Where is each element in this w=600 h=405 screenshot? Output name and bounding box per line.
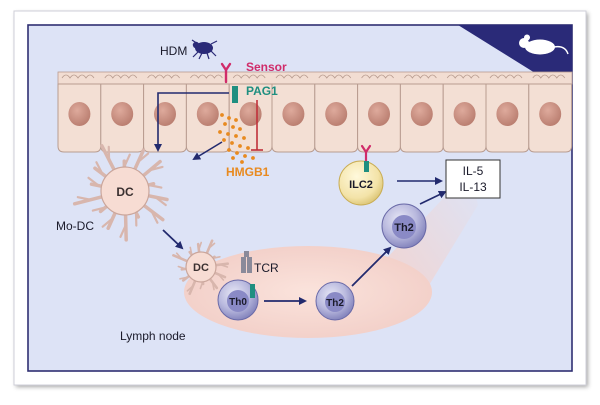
epithelium	[58, 72, 572, 152]
hmgb1-dot	[240, 160, 244, 164]
hdm-label: HDM	[160, 44, 187, 58]
lymph-node-label: Lymph node	[120, 329, 186, 343]
dc-main-label: DC	[116, 185, 134, 199]
hmgb1-dot	[238, 144, 242, 148]
hmgb1-dot	[227, 148, 231, 152]
hmgb1-dot	[251, 156, 255, 160]
hmgb1-dot	[218, 130, 222, 134]
ilc2-label: ILC2	[349, 179, 373, 191]
hmgb1-dot	[230, 141, 234, 145]
epithelial-cell	[315, 75, 358, 152]
hmgb1-dot	[242, 136, 246, 140]
epithelial-cell	[144, 75, 187, 152]
cytokine-il5: IL-5	[463, 164, 484, 178]
hmgb1-dot	[227, 116, 231, 120]
hmgb1-dot	[226, 132, 230, 136]
tcr-label: TCR	[254, 261, 279, 275]
pag1-bar	[232, 86, 238, 103]
hmgb1-dot	[231, 156, 235, 160]
epithelial-cell	[529, 75, 572, 152]
epithelial-cell	[101, 75, 144, 152]
hmgb1-dot	[223, 122, 227, 126]
hmgb1-dot	[246, 146, 250, 150]
epithelial-cell	[358, 75, 401, 152]
hmgb1-dot	[243, 154, 247, 158]
epithelial-cell	[486, 75, 529, 152]
cytokine-il13: IL-13	[459, 180, 487, 194]
hmgb1-dot	[220, 113, 224, 117]
hmgb1-dot	[222, 138, 226, 142]
hmgb1-label: HMGB1	[226, 165, 270, 179]
dc-small-label: DC	[193, 262, 209, 274]
pag1-label: PAG1	[246, 84, 278, 98]
th0-label: Th0	[229, 297, 247, 308]
epithelial-cell	[443, 75, 486, 152]
hmgb1-dot	[234, 118, 238, 122]
hmgb1-dot	[238, 127, 242, 131]
epithelial-cell	[400, 75, 443, 152]
hmgb1-dot	[234, 134, 238, 138]
mo-dc-label: Mo-DC	[56, 219, 94, 233]
hmgb1-dot	[231, 125, 235, 129]
epithelial-cell	[272, 75, 315, 152]
th2-tissue-label: Th2	[394, 222, 414, 234]
epithelial-cell	[58, 75, 101, 152]
sensor-label: Sensor	[246, 60, 287, 74]
hmgb1-dot	[235, 151, 239, 155]
th2-lymph-label: Th2	[326, 298, 344, 309]
